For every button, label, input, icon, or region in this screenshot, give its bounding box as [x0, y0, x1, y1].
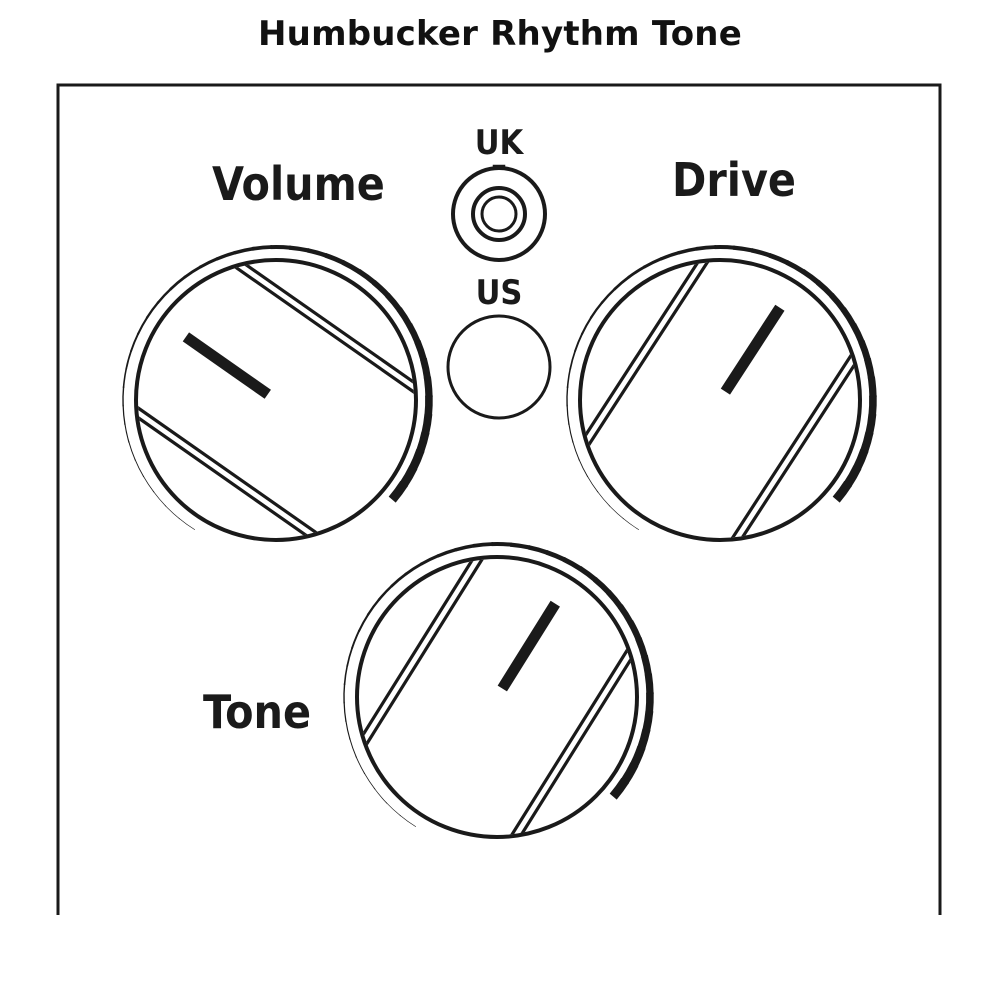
volume-grip-line: [193, 236, 458, 423]
volume-pointer: [182, 332, 271, 399]
drive-grip-line: [559, 218, 737, 489]
switch-uk-label: UK: [475, 123, 525, 163]
drive-scale-arc: [566, 244, 877, 531]
drive-knob[interactable]: [553, 213, 887, 587]
switch-us-label: US: [476, 273, 523, 313]
drive-label: Drive: [672, 153, 796, 207]
switch-jack-inner: [480, 195, 518, 233]
tone-label: Tone: [203, 685, 311, 739]
tone-knob[interactable]: [331, 510, 663, 884]
drive-skirt: [578, 258, 862, 542]
drive-pointer: [720, 304, 785, 395]
tone-grip-line: [483, 605, 656, 879]
page-title: Humbucker Rhythm Tone: [258, 14, 742, 54]
volume-skirt: [134, 258, 418, 542]
volume-label: Volume: [212, 157, 385, 211]
volume-scale-arc: [122, 244, 433, 531]
drive-grip-line: [703, 311, 881, 582]
enclosure-outline: [56, 83, 942, 915]
tone-pointer: [497, 600, 560, 692]
tone-scale-arc: [343, 541, 654, 828]
volume-grip-line: [94, 377, 359, 564]
volume-knob[interactable]: [90, 230, 462, 570]
switch-led: [446, 314, 552, 420]
uk-us-switch[interactable]: UK US: [446, 123, 552, 420]
tone-grip-line: [338, 515, 511, 789]
tone-skirt: [355, 555, 639, 839]
